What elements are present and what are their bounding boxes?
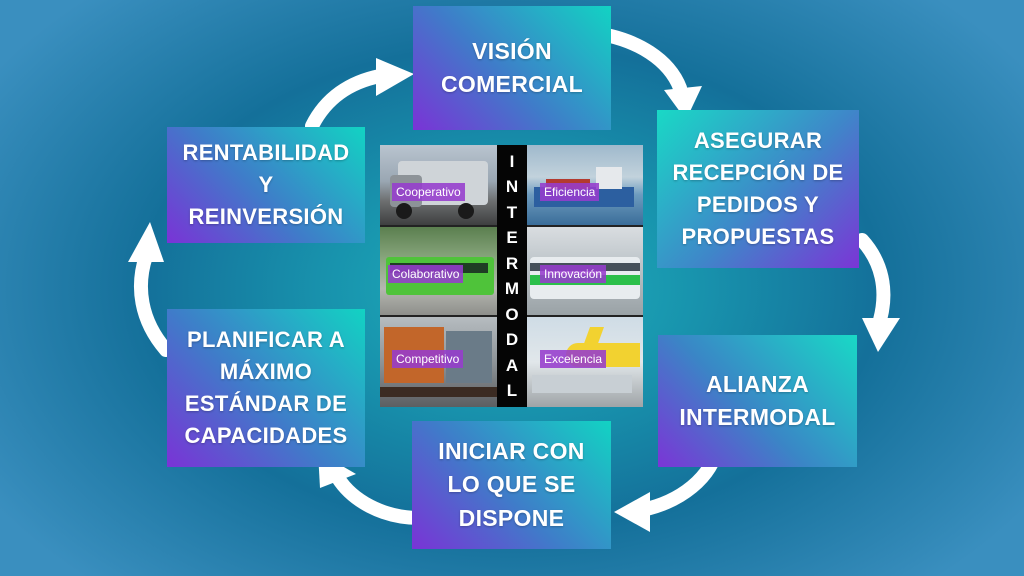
arrow-iniciar-to-planificar bbox=[331, 471, 427, 525]
arrowhead-rentabilidad-to-vision bbox=[376, 58, 414, 96]
intermodal-letter: O bbox=[505, 304, 519, 324]
tag-excelencia: Excelencia bbox=[540, 350, 607, 368]
intermodal-letter: M bbox=[504, 279, 520, 299]
intermodal-letter: L bbox=[506, 380, 518, 400]
arrowhead-vision-to-asegurar bbox=[664, 86, 702, 120]
arrow-rentabilidad-to-vision bbox=[305, 69, 387, 133]
intermodal-letter: E bbox=[506, 228, 518, 248]
intermodal-letter: I bbox=[509, 152, 515, 171]
intermodal-letter: D bbox=[505, 330, 519, 350]
arrowhead-alianza-to-iniciar bbox=[614, 492, 650, 532]
node-alianza-intermodal: ALIANZA INTERMODAL bbox=[658, 335, 857, 467]
arrow-asegurar-to-alianza bbox=[855, 233, 891, 327]
tag-colaborativo: Colaborativo bbox=[388, 265, 464, 283]
intermodal-letter: N bbox=[505, 177, 519, 197]
node-planificar-capacidades: PLANIFICAR A MÁXIMO ESTÁNDAR DE CAPACIDA… bbox=[167, 309, 365, 467]
node-rentabilidad-reinversion: RENTABILIDAD Y REINVERSIÓN bbox=[167, 127, 365, 243]
tag-innovacion: Innovación bbox=[540, 265, 607, 283]
arrow-planificar-to-rentabilidad bbox=[134, 249, 173, 357]
intermodal-letter: A bbox=[505, 355, 519, 375]
tag-competitivo: Competitivo bbox=[392, 350, 464, 368]
node-asegurar-recepcion: ASEGURAR RECEPCIÓN DE PEDIDOS Y PROPUEST… bbox=[657, 110, 859, 268]
node-vision-comercial: VISIÓN COMERCIAL bbox=[413, 6, 611, 130]
arrowhead-planificar-to-rentabilidad bbox=[128, 222, 164, 262]
intermodal-letter: T bbox=[506, 202, 518, 222]
intermodal-letter: R bbox=[505, 253, 519, 273]
arrowhead-asegurar-to-alianza bbox=[862, 318, 900, 352]
node-iniciar-con-lo-que-se-dispone: INICIAR CON LO QUE SE DISPONE bbox=[412, 421, 611, 549]
tag-cooperativo: Cooperativo bbox=[392, 183, 465, 201]
tag-eficiencia: Eficiencia bbox=[540, 183, 600, 201]
